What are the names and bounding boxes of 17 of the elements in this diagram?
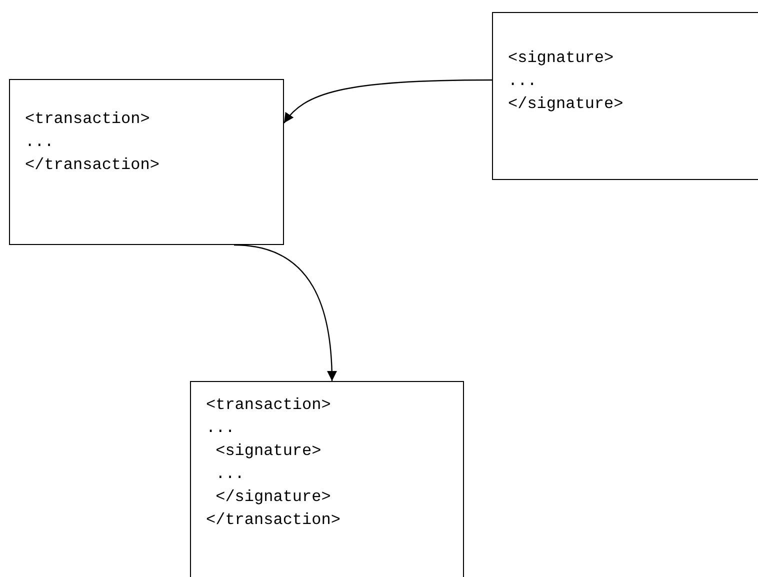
code-line: ...	[206, 418, 235, 439]
code-line: ...	[25, 132, 54, 153]
code-line: <transaction>	[25, 109, 150, 130]
code-line: </signature>	[508, 94, 624, 115]
code-line: </transaction>	[206, 510, 340, 531]
curved-arrow	[234, 244, 337, 382]
code-line: <transaction>	[206, 395, 331, 416]
code-line: <signature>	[214, 441, 322, 462]
curved-arrow	[284, 79, 492, 124]
code-line: </signature>	[214, 487, 331, 508]
code-box	[492, 12, 758, 180]
code-line: ...	[214, 464, 244, 485]
code-line: <signature>	[508, 48, 614, 69]
code-line: </transaction>	[25, 155, 160, 176]
code-box	[9, 79, 284, 245]
code-box	[190, 381, 464, 577]
code-line: ...	[508, 71, 537, 92]
